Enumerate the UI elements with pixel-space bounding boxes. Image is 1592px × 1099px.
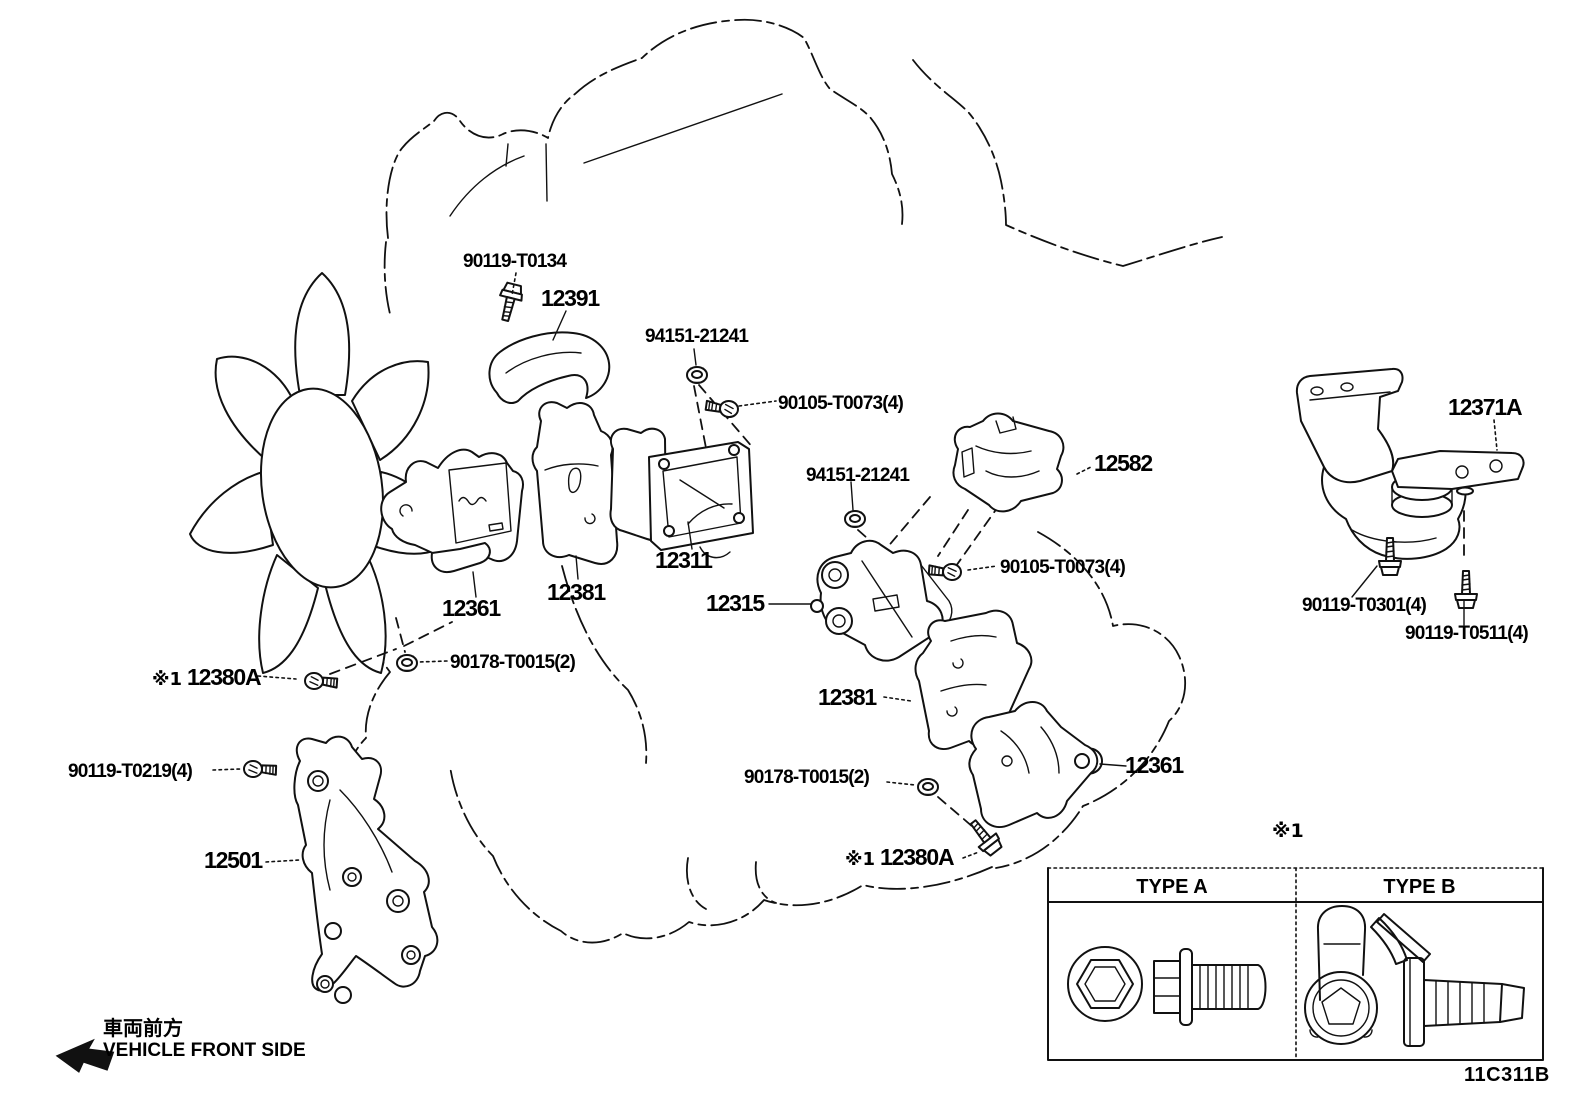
part-12501-drawing xyxy=(293,735,439,1004)
callout-part-12391[interactable]: 12391 xyxy=(541,285,600,311)
fastener-type-table xyxy=(1047,867,1544,1061)
note-mark: ※1 xyxy=(845,849,876,870)
part-12391-drawing xyxy=(488,331,611,404)
callout-part-12371a[interactable]: 12371A xyxy=(1448,394,1523,420)
part-12311-drawing xyxy=(609,427,754,559)
callout-bolt-90119-t0301[interactable]: 90119-T0301(4) xyxy=(1302,595,1427,616)
part-12361-front-drawing xyxy=(380,448,524,573)
callout-bolt-90119-t0511[interactable]: 90119-T0511(4) xyxy=(1405,623,1529,644)
note-mark: ※1 xyxy=(152,669,183,690)
callout-part-12381-front[interactable]: 12381 xyxy=(547,579,606,605)
callout-text: 12380A xyxy=(880,844,955,870)
vehicle-front-label-jp: 車両前方 xyxy=(103,1016,183,1040)
callout-part-12381-rear[interactable]: 12381 xyxy=(818,684,877,710)
callout-bolt-90119-t0219[interactable]: 90119-T0219(4) xyxy=(68,761,193,782)
part-12315-drawing xyxy=(810,539,953,662)
table-header-type-b: TYPE B xyxy=(1383,876,1456,898)
engine-outline xyxy=(344,18,1223,944)
callout-nut-90178-t0015-rear[interactable]: 90178-T0015(2) xyxy=(744,767,870,788)
vehicle-front-arrow xyxy=(55,1038,115,1073)
callout-part-12311[interactable]: 12311 xyxy=(655,547,713,573)
part-12582-drawing xyxy=(952,412,1065,513)
callout-bolt-90105-t0073-lower[interactable]: 90105-T0073(4) xyxy=(1000,557,1126,578)
table-header-type-a: TYPE A xyxy=(1136,876,1208,898)
callout-part-12315[interactable]: 12315 xyxy=(706,590,765,616)
callout-nut-90178-t0015-front[interactable]: 90178-T0015(2) xyxy=(450,652,576,673)
callout-nut-94151-21241-lower[interactable]: 94151-21241 xyxy=(806,465,910,486)
drawing-code: 11C311B xyxy=(1464,1064,1550,1086)
callout-bolt-90105-t0073-upper[interactable]: 90105-T0073(4) xyxy=(778,393,904,414)
table-note-mark: ※1 xyxy=(1272,820,1304,842)
part-12361-rear-drawing xyxy=(968,701,1103,828)
part-12381-front-drawing xyxy=(531,401,619,565)
callout-part-12582[interactable]: 12582 xyxy=(1094,450,1153,476)
callout-part-12361-front[interactable]: 12361 xyxy=(442,595,501,621)
leader-lines xyxy=(212,272,1498,863)
callout-text: 12380A xyxy=(187,664,262,690)
callout-part-12361-rear[interactable]: 12361 xyxy=(1125,752,1184,778)
part-12371a-drawing xyxy=(1295,367,1525,560)
callout-bolt-90119-t0134[interactable]: 90119-T0134 xyxy=(463,251,567,272)
callout-nut-94151-21241-upper[interactable]: 94151-21241 xyxy=(645,326,749,347)
callout-part-12501[interactable]: 12501 xyxy=(204,847,263,873)
vehicle-front-label-en: VEHICLE FRONT SIDE xyxy=(103,1040,306,1061)
